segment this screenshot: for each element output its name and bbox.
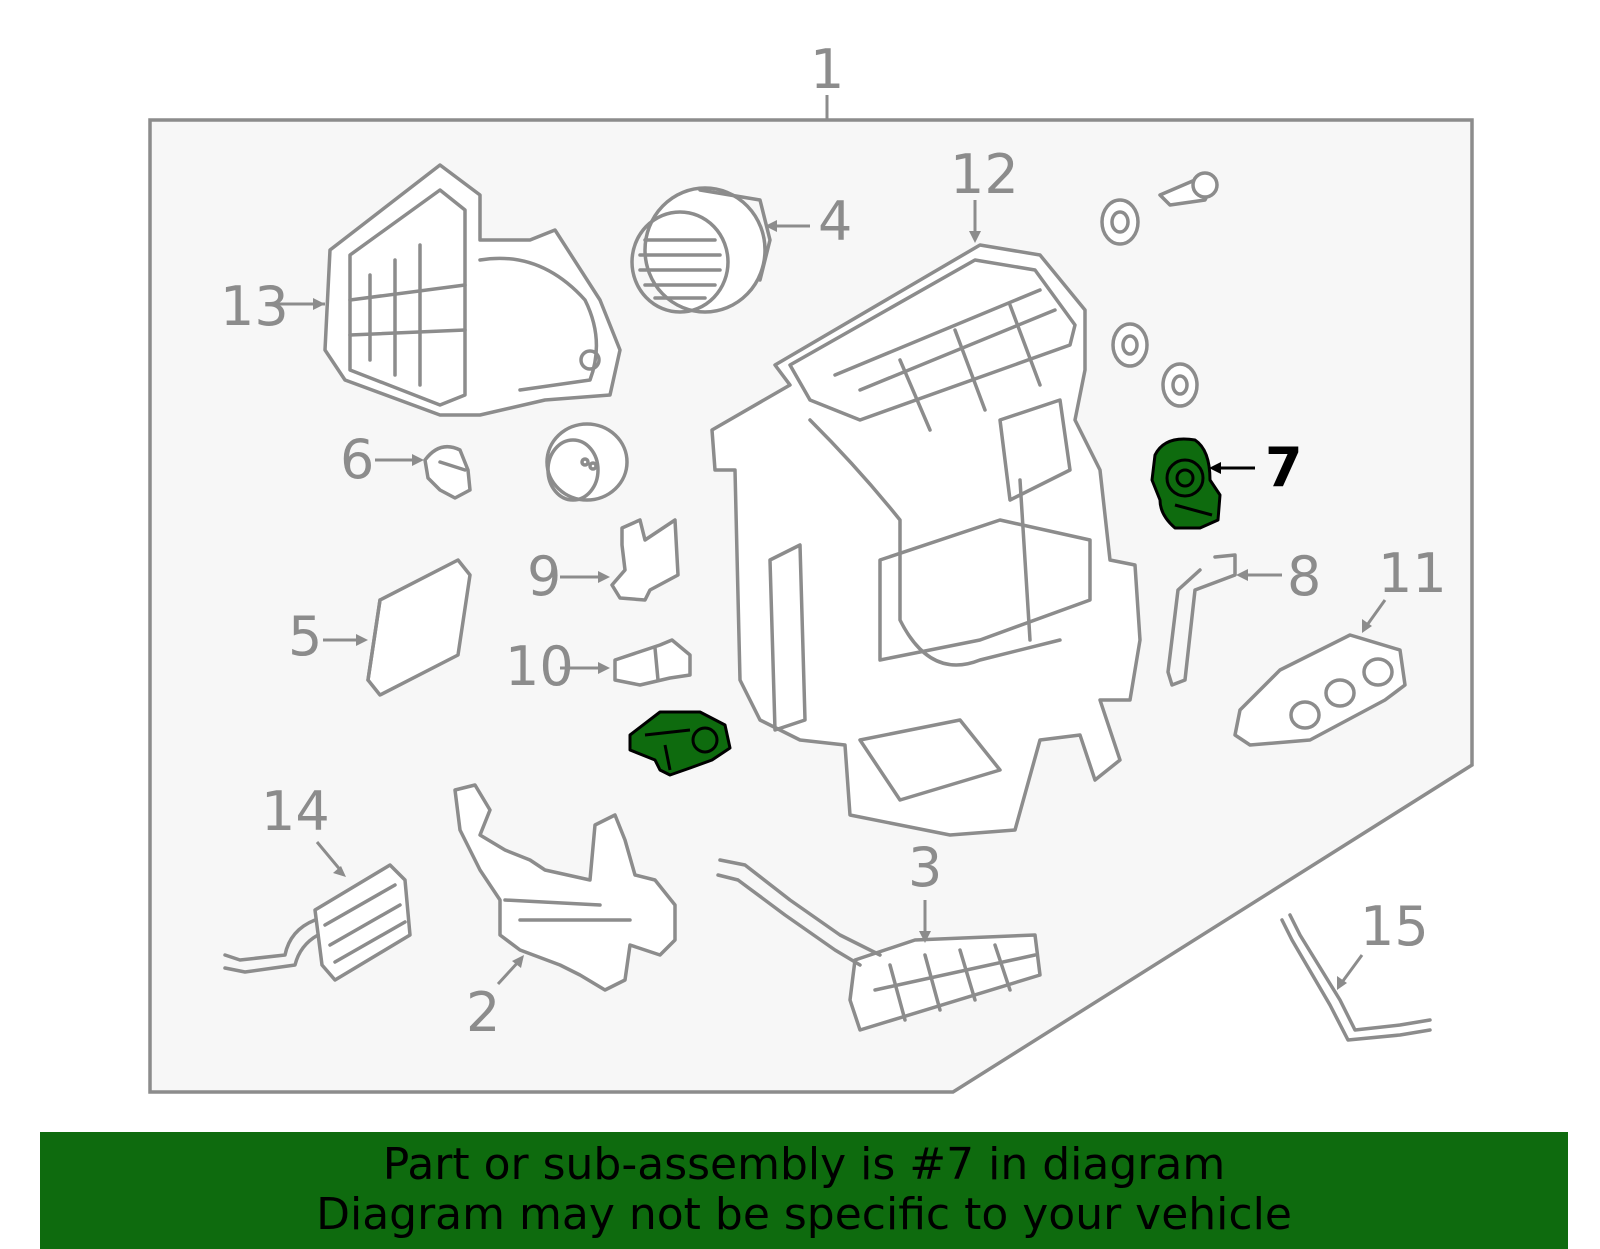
banner-line-1: Part or sub-assembly is #7 in diagram	[382, 1139, 1226, 1190]
part-14-evaporator	[223, 863, 412, 982]
parts-diagram: 1 2 3 4 5 6 7 8 9 10 11 12 13 14 15	[148, 38, 1474, 1094]
part-7-actuator-lower	[628, 710, 732, 777]
part-3-heater-core	[716, 858, 1042, 1032]
grommets-and-bolt	[1100, 171, 1219, 408]
callout-7: 7	[1265, 436, 1303, 499]
callout-2: 2	[466, 981, 500, 1044]
callout-15: 15	[1360, 895, 1429, 958]
callout-4: 4	[818, 190, 852, 253]
callout-12: 12	[950, 143, 1019, 206]
callout-5: 5	[288, 605, 322, 668]
callout-6: 6	[340, 428, 374, 491]
part-12-heater-case	[710, 243, 1142, 837]
part-11-control-assembly	[1233, 633, 1407, 747]
part-8-pipe	[1166, 553, 1237, 687]
part-6-sensor	[423, 444, 472, 500]
banner-line-2: Diagram may not be specific to your vehi…	[316, 1189, 1292, 1240]
part-4-blower-motor	[630, 186, 772, 314]
part-10-sensor	[613, 638, 692, 687]
part-5-cabin-filter	[366, 558, 472, 697]
part-9-bracket	[610, 518, 680, 602]
blower-motor-cap	[545, 422, 629, 502]
callout-9: 9	[527, 545, 561, 608]
callout-3: 3	[908, 836, 942, 899]
callout-8: 8	[1287, 545, 1321, 608]
part-13-blower-case	[323, 163, 622, 417]
part-15-pipe	[1280, 913, 1432, 1042]
callout-10: 10	[505, 635, 574, 698]
callout-13: 13	[220, 275, 289, 338]
info-banner: Part or sub-assembly is #7 in diagram Di…	[40, 1132, 1568, 1249]
callout-11: 11	[1378, 542, 1447, 605]
callout-1: 1	[810, 38, 844, 101]
callout-14: 14	[261, 780, 330, 843]
part-2-duct	[453, 783, 677, 992]
part-7-actuator-upper	[1150, 437, 1222, 530]
